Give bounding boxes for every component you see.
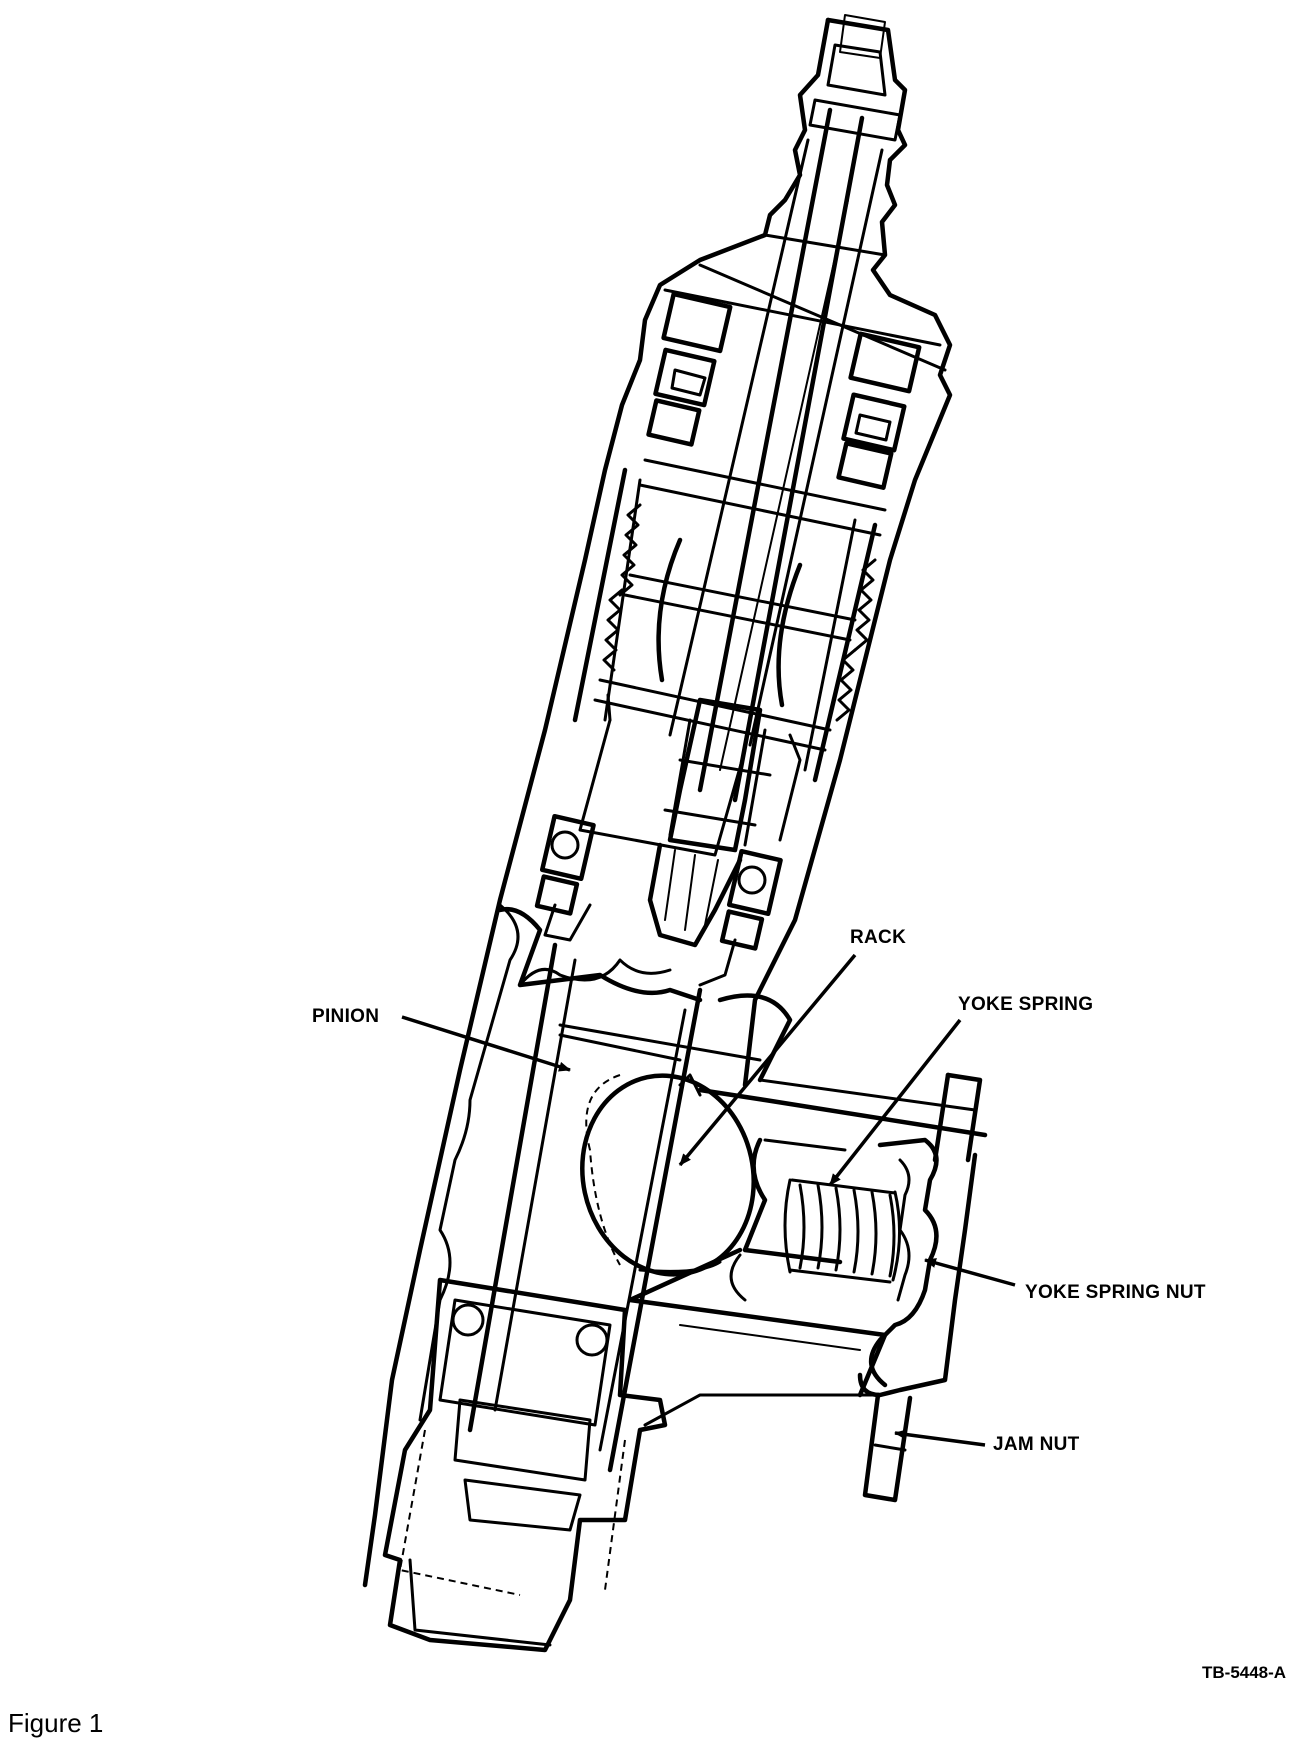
pinion-housing bbox=[418, 903, 977, 1473]
yoke-spring-nut-label: YOKE SPRING NUT bbox=[1025, 1282, 1206, 1303]
jam-nut-label: JAM NUT bbox=[993, 1434, 1080, 1455]
pinion-label: PINION bbox=[312, 1006, 379, 1027]
rack-label: RACK bbox=[850, 927, 906, 948]
upper-seals bbox=[638, 291, 922, 537]
leader-lines bbox=[401, 953, 1016, 1447]
yoke-body bbox=[627, 1087, 988, 1398]
housing-outline bbox=[362, 14, 953, 1588]
figure-caption: Figure 1 bbox=[8, 1708, 103, 1738]
yoke-spring-leader bbox=[828, 1018, 962, 1187]
torsion-bar-tip bbox=[578, 693, 802, 948]
jam-nut bbox=[862, 1072, 983, 1503]
reference-code: TB-5448-A bbox=[1202, 1663, 1286, 1682]
rack-leader bbox=[678, 953, 857, 1167]
lower-bearings bbox=[534, 813, 783, 987]
lower-cap bbox=[382, 1277, 882, 1653]
yoke-spring-nut-leader bbox=[924, 1258, 1016, 1287]
yoke-spring-label: YOKE SPRING bbox=[958, 994, 1093, 1015]
jam-nut-leader bbox=[894, 1429, 986, 1447]
pinion-leader bbox=[401, 1015, 571, 1072]
input-shaft bbox=[668, 107, 884, 803]
valve-body bbox=[572, 467, 878, 783]
